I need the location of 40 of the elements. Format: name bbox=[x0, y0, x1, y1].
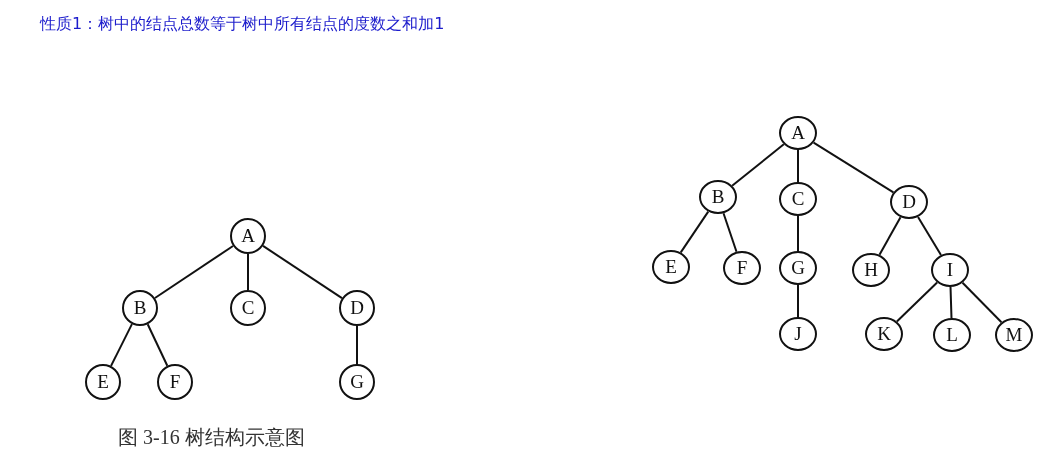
tree-edge bbox=[949, 286, 953, 319]
heading: 性质1：树中的结点总数等于树中所有结点的度数之和加1 bbox=[40, 14, 445, 35]
tree-edge bbox=[262, 244, 343, 300]
tree-node: D bbox=[339, 290, 375, 326]
tree-edge bbox=[797, 284, 799, 318]
tree-node: E bbox=[85, 364, 121, 400]
tree-edge bbox=[110, 323, 133, 367]
tree-node: B bbox=[122, 290, 158, 326]
tree-edge bbox=[679, 210, 710, 254]
tree-node: G bbox=[339, 364, 375, 400]
tree-node: C bbox=[779, 182, 817, 216]
tree-node: G bbox=[779, 251, 817, 285]
tree-node: J bbox=[779, 317, 817, 351]
tree-edge bbox=[895, 281, 939, 323]
tree-node: F bbox=[723, 251, 761, 285]
figure-caption: 图 3-16 树结构示意图 bbox=[118, 425, 305, 450]
tree-edge bbox=[722, 212, 738, 253]
tree-node: A bbox=[779, 116, 817, 150]
tree-node: A bbox=[230, 218, 266, 254]
tree-edge bbox=[146, 323, 169, 367]
tree-node: C bbox=[230, 290, 266, 326]
tree-edge bbox=[961, 281, 1003, 324]
tree-node: K bbox=[865, 317, 903, 351]
tree-edge bbox=[247, 253, 249, 291]
tree-node: M bbox=[995, 318, 1033, 352]
tree-edge bbox=[878, 216, 902, 256]
tree-edge bbox=[731, 143, 785, 187]
tree-edge bbox=[797, 215, 799, 252]
tree-node: D bbox=[890, 185, 928, 219]
tree-edge bbox=[797, 149, 799, 183]
tree-node: F bbox=[157, 364, 193, 400]
tree-node: B bbox=[699, 180, 737, 214]
tree-edge bbox=[917, 215, 942, 257]
tree-node: H bbox=[852, 253, 890, 287]
tree-node: E bbox=[652, 250, 690, 284]
tree-node: L bbox=[933, 318, 971, 352]
tree-edge bbox=[356, 325, 358, 365]
tree-node: I bbox=[931, 253, 969, 287]
tree-edge bbox=[154, 245, 234, 299]
tree-edge bbox=[812, 141, 895, 194]
